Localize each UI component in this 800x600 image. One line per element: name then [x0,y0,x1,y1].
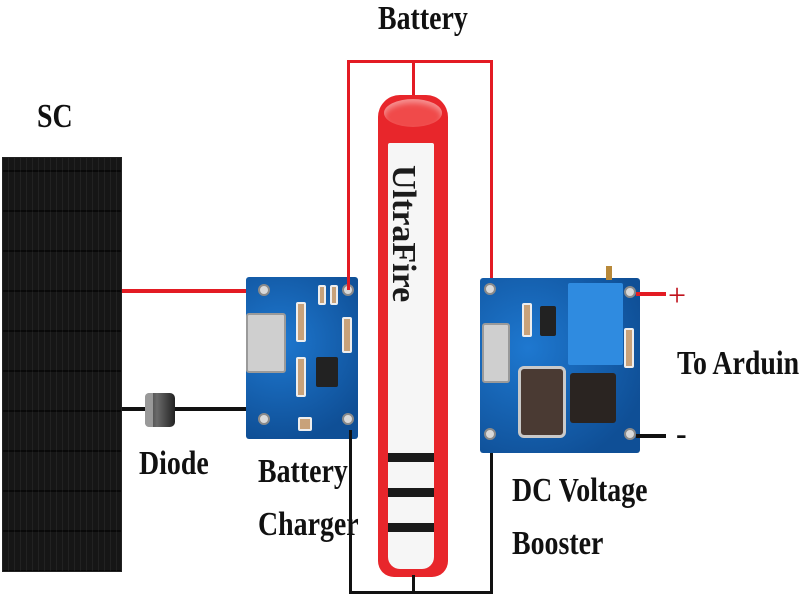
battery-stripe [388,488,434,497]
charger-ic-chip [316,357,338,387]
wire-battery-top [347,60,493,63]
booster-label-line2: Booster [512,525,604,562]
smd-component [296,302,306,342]
wire-battery-positive [412,60,415,105]
solar-cell-label: SC [37,98,73,135]
battery-label: Battery [378,0,468,37]
solar-cell-panel [2,157,122,572]
booster-pin-out-minus [624,428,636,440]
battery-brand: UltraFire [385,165,422,303]
charger-pin-in-minus [258,413,270,425]
charger-label-line1: Battery [258,453,348,490]
wire-sc-positive [122,289,262,293]
diode-band [145,393,153,427]
wire-output-positive [636,292,666,296]
smd-component [522,303,532,337]
wire-output-negative [636,434,666,438]
battery-wrapper [388,143,434,569]
output-label: To Arduino [677,345,800,382]
wire-booster-vin-plus [490,60,493,288]
booster-pin-vin-minus [484,428,496,440]
trim-potentiometer [568,283,623,365]
smd-component [330,285,338,305]
battery-stripe [388,453,434,462]
booster-label-line1: DC Voltage [512,472,648,509]
battery-18650: UltraFire [378,95,448,577]
dc-booster-board [480,266,640,453]
wire-battery-bottom [349,591,493,594]
wire-booster-vin-minus [490,430,493,594]
wire-sc-negative [122,407,247,411]
mini-usb-port [246,313,286,373]
output-minus-sign: - [676,415,687,451]
smd-component [318,285,326,305]
output-plus-sign: + [668,277,687,313]
battery-charger-board [246,277,358,439]
wire-battery-negative [412,575,415,593]
booster-pin-vin-plus [484,283,496,295]
wire-charger-bat-plus [347,60,350,290]
smd-component [342,317,352,353]
charger-pin-bat-minus [342,413,354,425]
micro-usb-port [482,323,510,383]
battery-positive-terminal [384,99,442,127]
wire-charger-bat-minus [349,430,352,594]
charger-pin-in-plus [258,284,270,296]
smd-component [624,328,634,368]
potentiometer-screw [606,266,612,280]
smd-component [298,417,312,431]
battery-stripe [388,523,434,532]
schottky-diode [570,373,616,423]
charger-label-line2: Charger [258,506,359,543]
booster-ic-chip [540,306,556,336]
inductor [518,366,566,438]
booster-pin-out-plus [624,286,636,298]
diode-label: Diode [139,445,209,482]
smd-component [296,357,306,397]
